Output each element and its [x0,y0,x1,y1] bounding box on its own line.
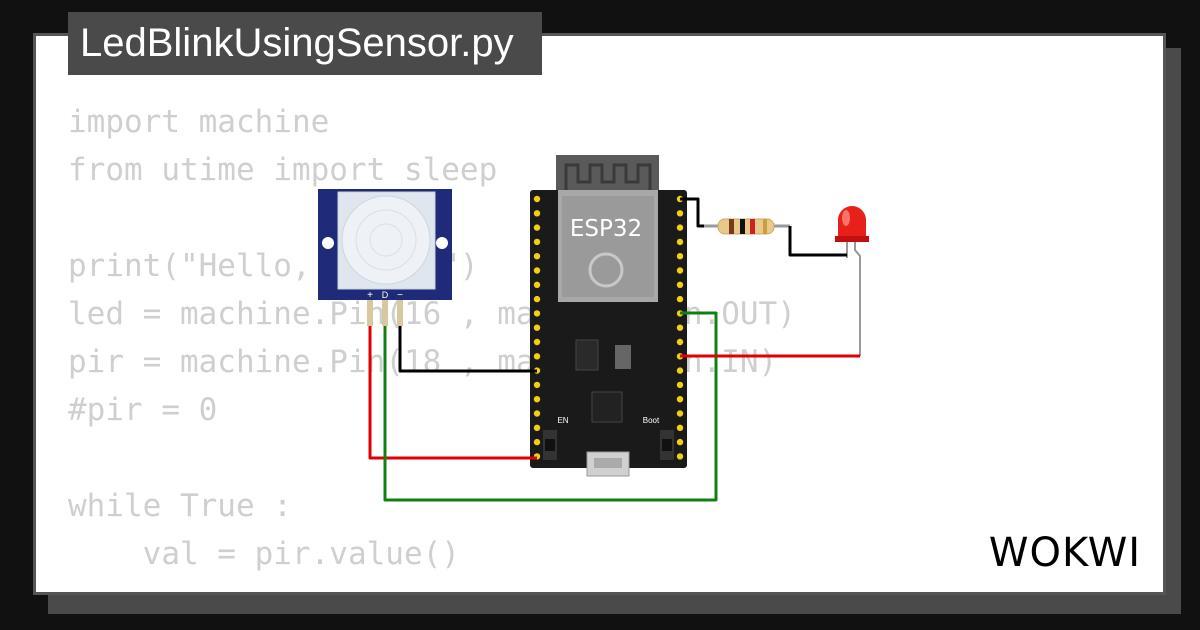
wire-gnd-resistor[interactable] [680,197,704,228]
esp32-pin[interactable] [676,267,684,274]
wire-resistor-led[interactable] [788,226,847,257]
code-line: while True : [68,488,292,524]
esp32-pin[interactable] [676,324,684,331]
esp32-pin[interactable] [533,324,541,331]
esp32-pin[interactable] [533,381,541,389]
code-line: #pir = 0 [68,392,218,428]
esp32-board[interactable]: ESP32 EN Boot [530,155,687,477]
en-button-cap [545,439,555,451]
esp32-pin[interactable] [533,238,541,246]
esp32-pin[interactable] [676,396,684,403]
pir-mount-hole [322,237,334,249]
esp32-pin[interactable] [676,210,684,217]
code-line: import machine [68,104,330,140]
esp32-pin[interactable] [533,438,541,446]
pir-pin[interactable] [397,300,403,326]
pir-mount-hole [436,237,448,249]
regulator-tab [615,345,631,369]
esp32-pin[interactable] [533,424,541,431]
esp32-pin[interactable] [676,367,684,374]
resistor-band [740,219,745,234]
esp32-pin[interactable] [533,195,541,203]
esp32-pin[interactable] [676,424,684,431]
esp32-antenna [556,155,659,195]
esp32-pin[interactable] [533,396,541,403]
wire-gnd-pir[interactable] [398,326,537,373]
wokwi-logo-text: WOKWI [989,530,1141,576]
boot-button-cap [662,439,672,451]
led[interactable] [835,206,869,356]
pir-pin-label-vcc: + [367,290,373,301]
esp32-pin[interactable] [533,281,541,288]
resistor-band [750,219,755,234]
wire-data[interactable] [383,311,718,502]
esp32-pin[interactable] [676,238,684,246]
resistor-band [729,219,734,234]
pir-pin-label-gnd: − [397,290,403,301]
esp32-pin[interactable] [533,410,541,417]
esp32-pin[interactable] [533,338,541,346]
usb-port-inner [594,458,622,468]
esp32-pin[interactable] [533,253,541,260]
esp32-pin[interactable] [676,295,684,303]
led-rim [835,236,869,242]
led-highlight [842,210,850,226]
code-line: from utime import sleep [68,152,498,188]
wokwi-logo-icon: WOKWI [989,530,1141,576]
esp32-pin[interactable] [676,438,684,446]
wokwi-logo: WOKWI [975,522,1155,582]
esp32-pin[interactable] [676,253,684,260]
led-body [838,206,866,238]
wire-vcc[interactable] [368,326,537,460]
esp32-pin[interactable] [533,267,541,274]
pir-dome [341,195,431,285]
resistor[interactable] [704,218,790,235]
pir-pin[interactable] [367,300,373,326]
en-label: EN [557,416,568,425]
esp32-pin[interactable] [676,281,684,288]
esp32-pin[interactable] [676,453,684,460]
pir-pin[interactable] [382,300,388,326]
pir-pin-label-data: D [382,290,389,300]
esp32-shield [562,196,654,297]
led-lead [854,240,861,356]
esp32-pin[interactable] [533,310,541,317]
boot-label: Boot [643,416,660,425]
esp32-pin[interactable] [676,381,684,389]
code-line: val = pir.value() [68,536,460,572]
pir-dome-ring [355,209,417,271]
voltage-regulator [575,339,599,371]
resistor-band [763,219,767,234]
usb-chip [591,391,623,423]
esp32-pin[interactable] [533,353,541,360]
esp32-pin[interactable] [533,210,541,217]
espressif-logo-icon [588,252,624,288]
esp32-label: ESP32 [570,216,642,242]
file-name-tab[interactable]: LedBlinkUsingSensor.py [68,12,542,75]
esp32-pin[interactable] [676,410,684,417]
esp32-pin[interactable] [676,338,684,346]
antenna-trace [564,163,652,190]
esp32-pin[interactable] [533,295,541,303]
pir-dome-ring [369,223,403,257]
pir-sensor[interactable]: + D − [318,189,452,326]
esp32-pin[interactable] [676,224,684,231]
esp32-pin[interactable] [533,224,541,231]
